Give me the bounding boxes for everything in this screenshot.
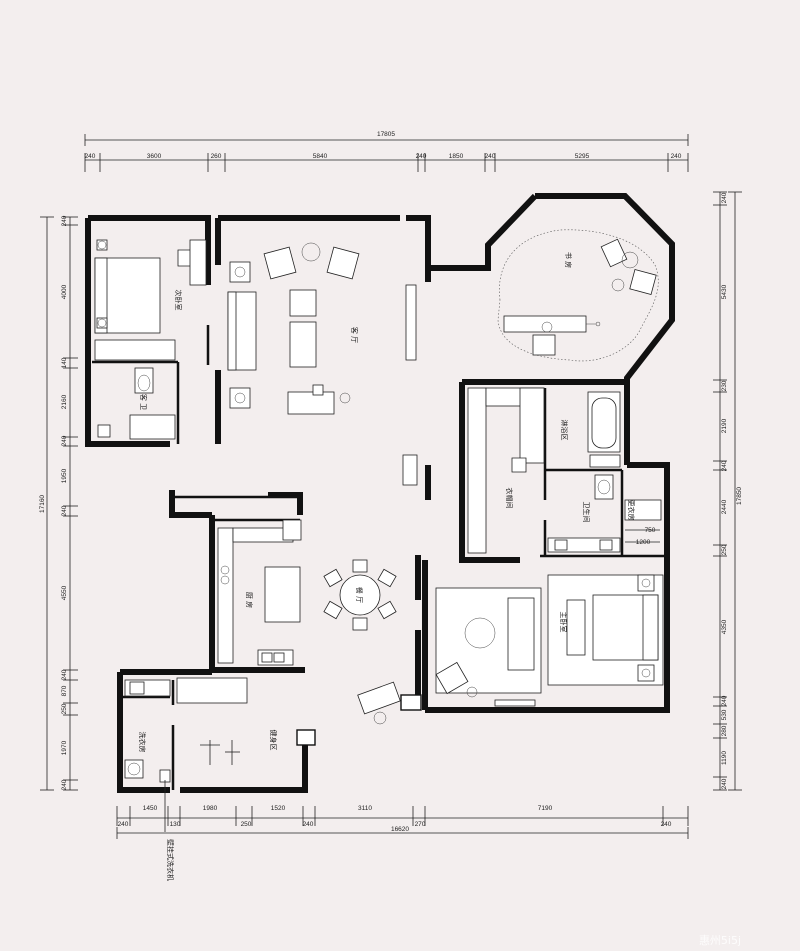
dim-bottom-0: 240 (118, 821, 129, 828)
inner-dimensions: 750 1200 (625, 527, 660, 546)
label-wardrobe: 衣帽间 (505, 488, 514, 509)
label-master-bedroom: 主卧室 (559, 612, 568, 633)
dim-right-12: 240 (721, 778, 728, 789)
dim-bottom-6: 240 (303, 821, 314, 828)
dim-bottom-4: 250 (241, 821, 252, 828)
label-kitchen: 厨 房 (245, 592, 254, 608)
dim-right-total: 17850 (736, 487, 743, 505)
dim-top-0: 240 (85, 153, 96, 160)
dim-right-1: 5430 (721, 284, 728, 299)
dim-left-3: 2160 (61, 394, 68, 409)
dim-bottom-9: 7190 (538, 805, 553, 812)
label-study: 书 房 (564, 252, 573, 268)
dim-left-4: 240 (61, 435, 68, 446)
dim-top-2: 260 (211, 153, 222, 160)
furniture (94, 238, 664, 783)
dim-left-8: 240 (61, 669, 68, 680)
watermark-text: 惠州5i5j (699, 933, 741, 947)
dim-top-total: 17805 (377, 131, 395, 138)
dim-left-0: 240 (61, 215, 68, 226)
walls (85, 193, 675, 793)
dim-right-0: 240 (721, 192, 728, 203)
dim-750: 750 (645, 527, 656, 534)
dim-left-12: 240 (61, 779, 68, 790)
label-bathroom: 卫生间 (582, 502, 591, 523)
dim-left-9: 870 (61, 685, 68, 696)
label-dining: 餐 厅 (355, 587, 364, 603)
dim-right-10: 280 (721, 725, 728, 736)
label-dressing: 更衣房 (627, 500, 636, 521)
dim-left-11: 1970 (61, 740, 68, 755)
label-washer-note: 壁挂式洗衣机 (166, 839, 175, 881)
bottom-dimensions: 240 1450 130 1980 250 1520 240 3110 270 … (116, 805, 689, 839)
dim-1200: 1200 (636, 539, 651, 546)
dim-right-4: 240 (721, 460, 728, 471)
label-gym: 健身区 (269, 730, 278, 751)
top-dimensions: 17805 240 3600 260 5840 240 1850 240 529… (85, 131, 689, 172)
dim-left-6: 240 (61, 505, 68, 516)
dim-bottom-7: 3110 (358, 805, 372, 812)
dim-right-3: 2190 (721, 418, 728, 433)
dim-top-8: 240 (671, 153, 682, 160)
dim-top-7: 5295 (575, 153, 590, 160)
dim-left-2: 140 (61, 357, 68, 368)
dim-bottom-3: 1980 (203, 805, 218, 812)
dim-left-total: 17160 (39, 495, 46, 513)
dim-bottom-1: 1450 (143, 805, 158, 812)
right-dimensions: 17850 240 5430 230 2190 240 2440 250 435… (713, 191, 743, 791)
dim-left-5: 1950 (61, 468, 68, 483)
dim-top-4: 240 (416, 153, 427, 160)
dim-top-3: 5840 (313, 153, 328, 160)
dim-top-6: 240 (485, 153, 496, 160)
dim-right-7: 4350 (721, 619, 728, 634)
dim-left-7: 4550 (61, 585, 68, 600)
study-carpet (497, 229, 659, 362)
dim-left-1: 4000 (61, 284, 68, 299)
dim-right-2: 230 (721, 380, 728, 391)
left-dimensions: 17160 240 4000 140 2160 240 1950 240 455… (39, 215, 78, 790)
dim-right-11: 1190 (721, 751, 728, 765)
dim-right-9: 530 (721, 709, 728, 720)
dim-top-1: 3600 (147, 153, 162, 160)
label-laundry: 洗衣房 (138, 732, 147, 753)
label-second-bedroom: 次卧室 (174, 290, 183, 311)
label-living-room: 客 厅 (350, 327, 359, 343)
dim-bottom-total: 16620 (391, 826, 409, 833)
dim-bottom-5: 1520 (271, 805, 286, 812)
label-guest-bath: 客 卫 (139, 394, 148, 410)
dim-top-5: 1850 (449, 153, 464, 160)
dim-bottom-8: 270 (415, 821, 426, 828)
dim-bottom-10: 240 (661, 821, 672, 828)
label-bathing-area: 淋浴区 (560, 420, 569, 441)
room-labels: 次卧室 客 厅 书 房 客 卫 淋浴区 衣帽间 卫生间 更衣房 厨 房 餐 厅 … (138, 252, 636, 881)
dim-right-5: 2440 (721, 499, 728, 514)
dim-left-10: 250 (61, 703, 68, 714)
dim-right-8: 240 (721, 695, 728, 706)
dim-bottom-2: 130 (170, 821, 181, 828)
dim-right-6: 250 (721, 544, 728, 555)
